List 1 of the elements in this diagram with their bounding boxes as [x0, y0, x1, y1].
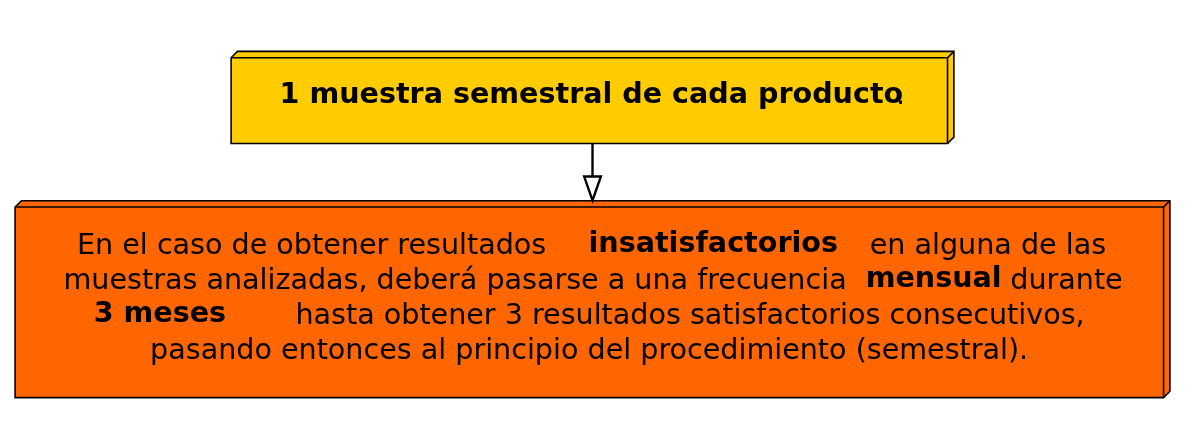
- arrow: [582, 143, 603, 204]
